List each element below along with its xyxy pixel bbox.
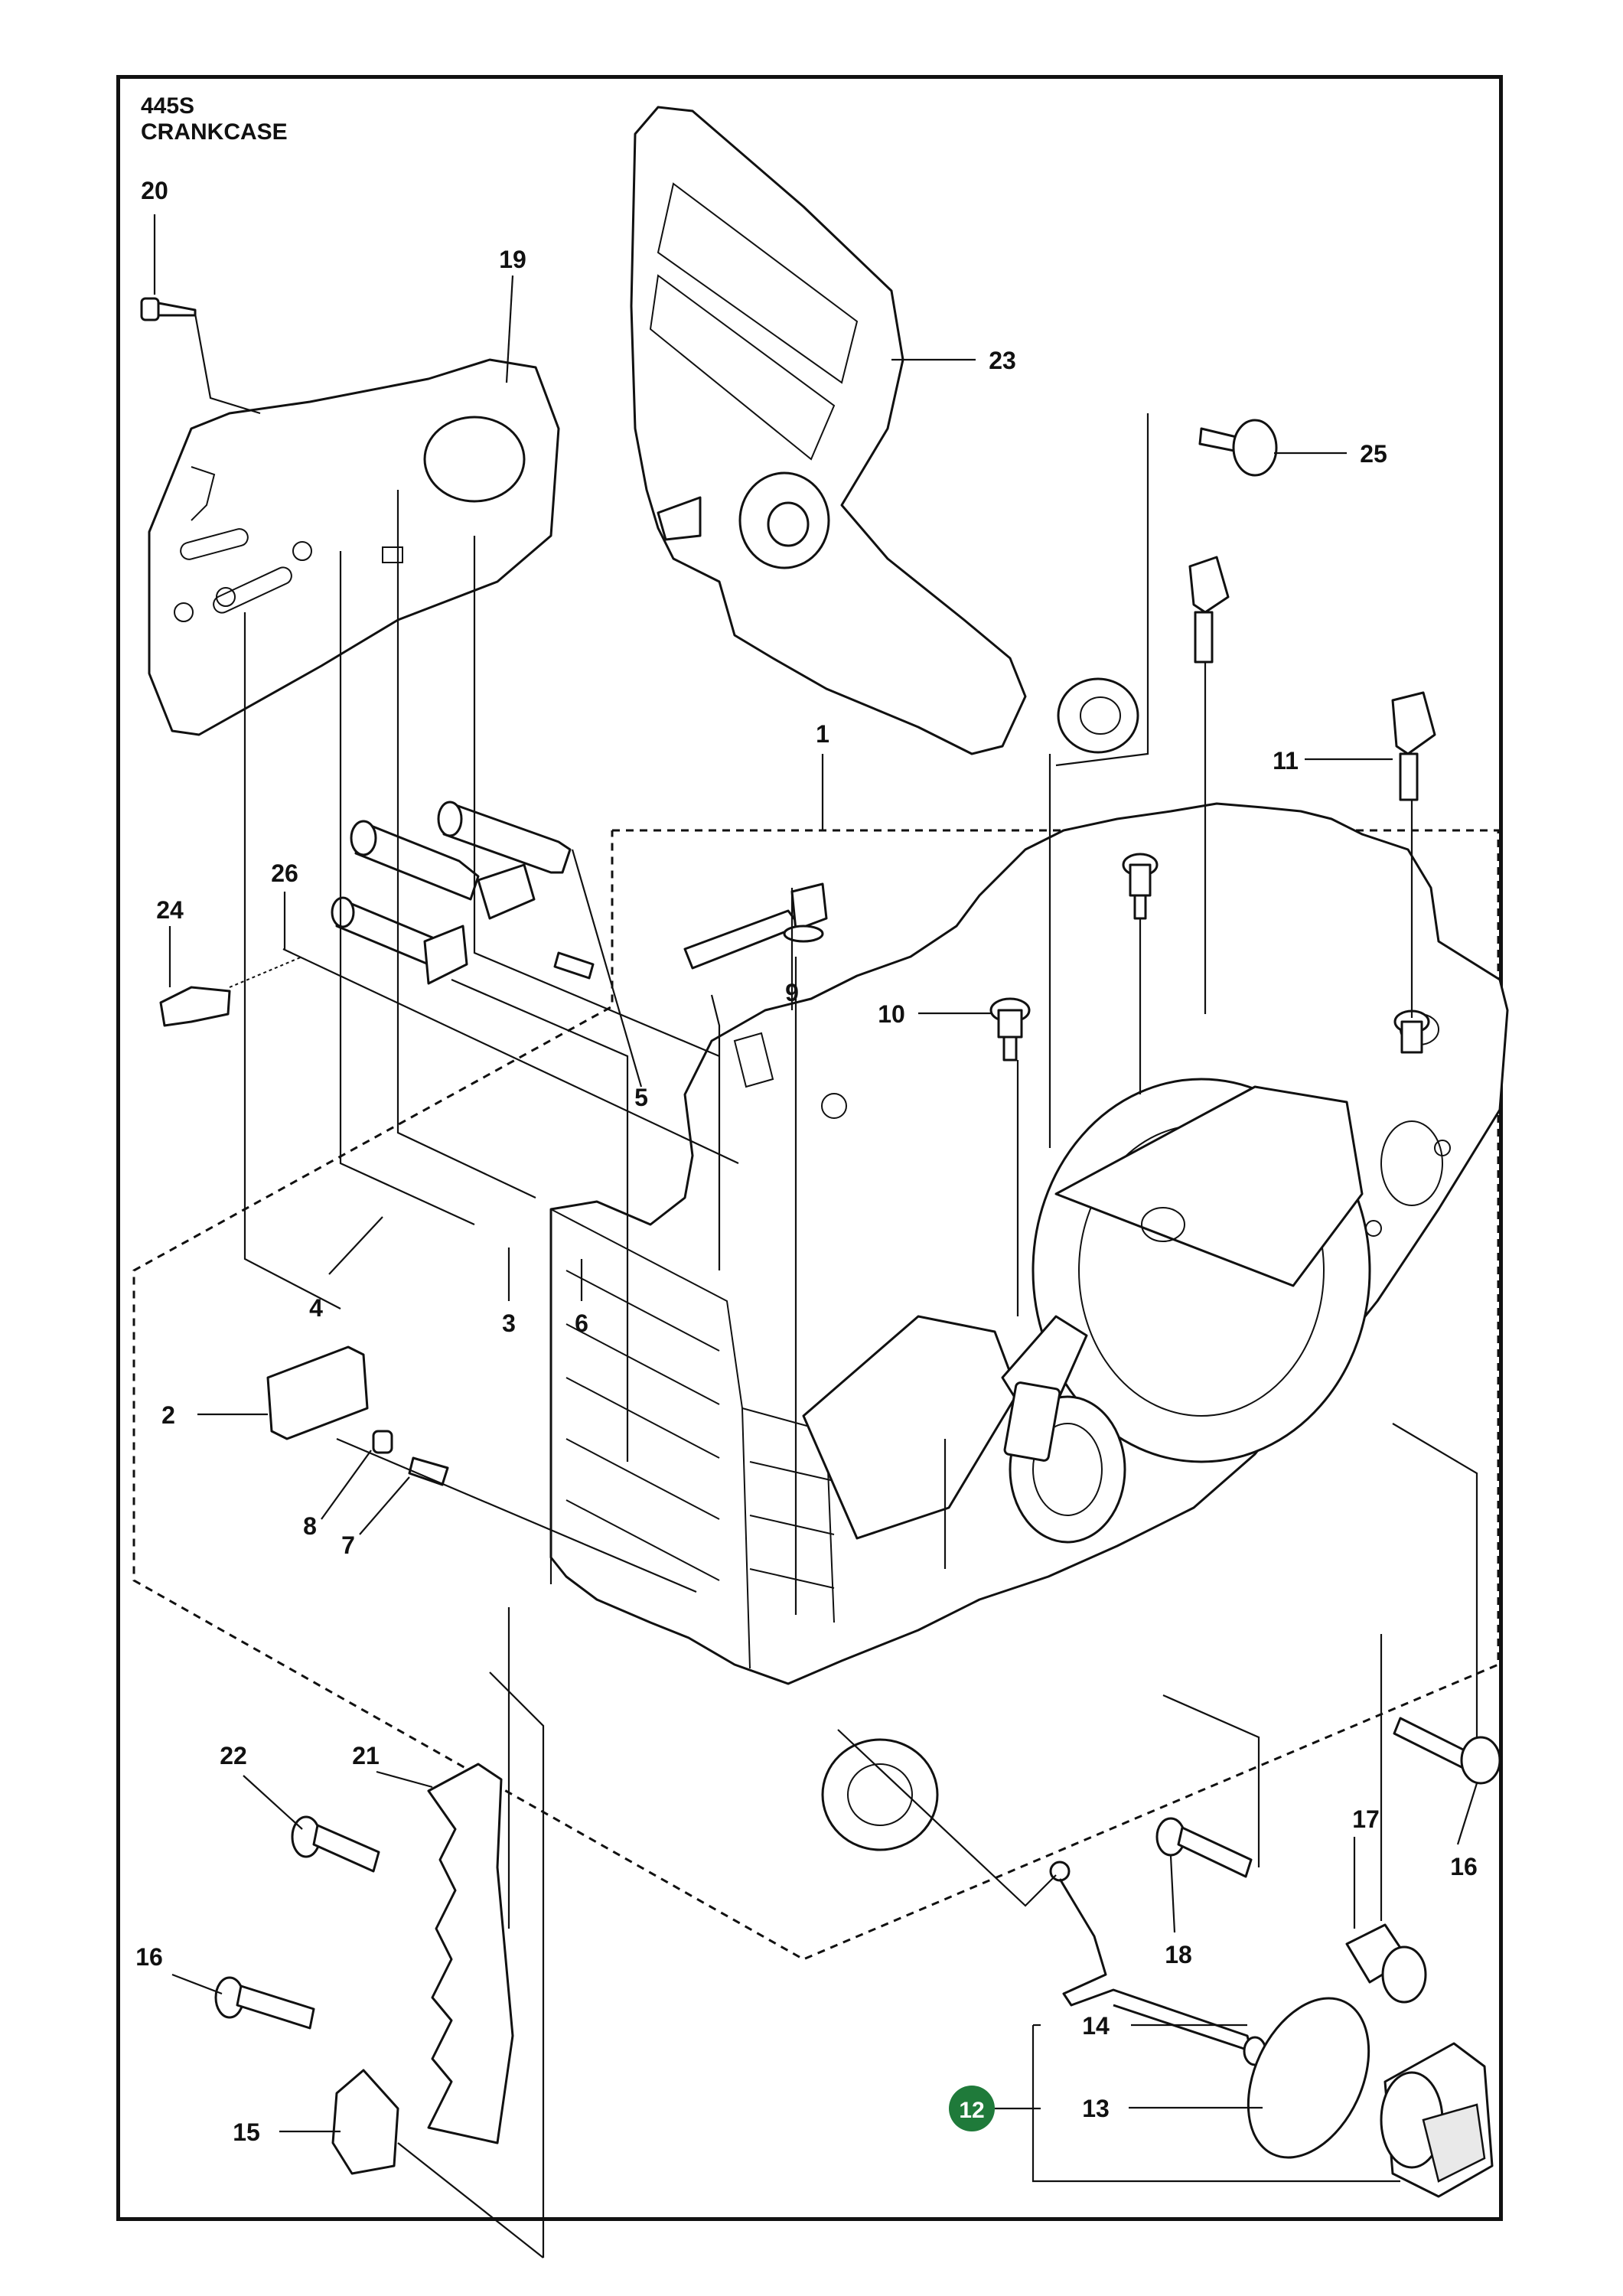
part-21-bumper-spike bbox=[427, 1763, 514, 2144]
callout-22: 22 bbox=[220, 1742, 247, 1769]
callout-5: 5 bbox=[634, 1084, 648, 1111]
part-8-adjusting-screw bbox=[372, 1430, 393, 1454]
part-23-front-handle bbox=[630, 106, 1139, 755]
callout-10: 10 bbox=[878, 1000, 905, 1028]
part-6-dowel-pin bbox=[553, 951, 595, 980]
model-name: 445S bbox=[141, 93, 195, 119]
section-name: CRANKCASE bbox=[141, 119, 288, 145]
callout-8: 8 bbox=[303, 1512, 317, 1540]
part-16-bolt-left bbox=[214, 1976, 315, 2030]
callout-18: 18 bbox=[1165, 1941, 1192, 1968]
callout-19: 19 bbox=[499, 246, 526, 273]
part-17-plug bbox=[1345, 1923, 1427, 2004]
part-15-pad bbox=[331, 2069, 399, 2175]
part-18-bolt bbox=[1155, 1817, 1253, 1878]
callout-12: 12 bbox=[959, 2098, 984, 2123]
crankcase-assembly-boundary bbox=[132, 829, 1500, 1961]
part-7-needle bbox=[408, 1456, 449, 1486]
callout-26: 26 bbox=[271, 859, 298, 887]
callout-14: 14 bbox=[1082, 2012, 1110, 2040]
leader-lines bbox=[153, 214, 1478, 2258]
part-11-cable-clip bbox=[1188, 556, 1230, 664]
callout-labels: 1 2 3 4 5 6 7 8 9 10 11 12 13 14 15 16 1… bbox=[135, 177, 1478, 2146]
callout-11: 11 bbox=[1273, 747, 1299, 775]
callout-20: 20 bbox=[141, 177, 168, 204]
callout-9: 9 bbox=[785, 979, 799, 1006]
callout-25: 25 bbox=[1360, 440, 1387, 468]
callout-24: 24 bbox=[156, 896, 184, 924]
callout-1: 1 bbox=[816, 720, 829, 748]
callout-17: 17 bbox=[1352, 1805, 1380, 1833]
callout-15: 15 bbox=[233, 2118, 260, 2146]
part-26-spring bbox=[229, 956, 303, 988]
part-9-oil-pickup bbox=[683, 882, 828, 970]
part-22-bolt bbox=[291, 1815, 380, 1873]
part-25-bolt bbox=[1198, 419, 1278, 477]
part-20-screw bbox=[140, 297, 197, 321]
part-4-pin bbox=[331, 896, 468, 985]
part-24-pad bbox=[159, 986, 231, 1027]
part-11-cable-clip-lower bbox=[1391, 691, 1436, 1054]
part-10-bolt-upper bbox=[1122, 853, 1159, 920]
callout-6: 6 bbox=[575, 1309, 588, 1337]
callout-7: 7 bbox=[341, 1531, 355, 1559]
part-16-bolt-right bbox=[1393, 1717, 1501, 1785]
callout-21: 21 bbox=[352, 1742, 380, 1769]
part-2-bar-plate bbox=[266, 1345, 369, 1440]
callout-3: 3 bbox=[502, 1309, 516, 1337]
diagram-frame bbox=[116, 75, 1503, 2221]
part-13-seal-ring bbox=[1247, 1997, 1370, 2159]
part-1-crankcase-body bbox=[549, 802, 1509, 1851]
part-10-bolt bbox=[989, 997, 1031, 1062]
title-block: 445S CRANKCASE bbox=[141, 93, 288, 145]
part-3-bar-nut bbox=[350, 820, 536, 920]
callout-23: 23 bbox=[989, 347, 1016, 374]
callout-2: 2 bbox=[161, 1401, 175, 1429]
highlight-badge-12 bbox=[949, 2086, 995, 2131]
callout-13: 13 bbox=[1082, 2095, 1110, 2122]
callout-16-right: 16 bbox=[1450, 1853, 1478, 1880]
callout-16-left: 16 bbox=[135, 1943, 163, 1971]
part-12-oil-cap bbox=[1380, 2042, 1494, 2198]
part-19-guard-plate bbox=[148, 358, 560, 736]
part-5-bolt bbox=[437, 801, 572, 874]
callout-4: 4 bbox=[309, 1294, 323, 1322]
